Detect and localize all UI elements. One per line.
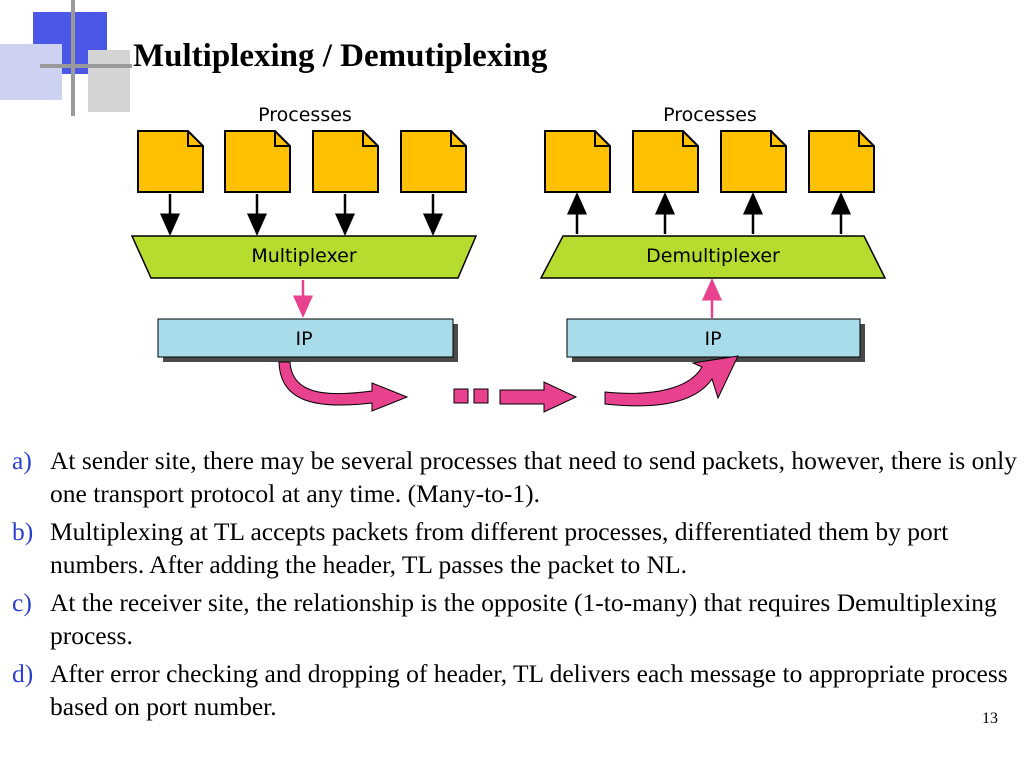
sender-ip-box	[157, 318, 454, 358]
sender-process-3	[312, 130, 379, 193]
bullet-item: c) At the receiver site, the relationshi…	[12, 586, 1017, 652]
bullet-marker: c)	[12, 588, 32, 617]
page-number: 13	[982, 710, 998, 727]
receiver-ip-label: IP	[704, 328, 721, 350]
bullet-item: b) Multiplexing at TL accepts packets fr…	[12, 515, 1017, 581]
sender-processes-label: Processes	[258, 104, 352, 126]
receiver-process-3	[720, 130, 787, 193]
sender-process-2	[224, 130, 291, 193]
receiver-process-1	[544, 130, 611, 193]
decor-line-horizontal	[40, 64, 132, 68]
sender-ip-label: IP	[295, 328, 312, 350]
transit-arrow	[499, 381, 578, 413]
slide-title: Multiplexing / Demutiplexing	[133, 38, 548, 74]
bullet-marker: b)	[12, 517, 34, 546]
sender-process-4	[400, 130, 467, 193]
decor-square-gray	[88, 50, 130, 112]
multiplexer-label: Multiplexer	[251, 245, 356, 267]
receiver-process-2	[632, 130, 699, 193]
receiver-curved-arrow	[604, 355, 739, 407]
sender-curved-arrow	[278, 361, 409, 412]
receiver-ip-box	[566, 318, 861, 358]
decor-line-vertical	[71, 0, 75, 116]
transit-dot-1	[453, 388, 469, 404]
demultiplexer-box	[539, 235, 887, 279]
transit-dot-2	[473, 388, 489, 404]
bullet-list: a) At sender site, there may be several …	[12, 444, 1017, 728]
bullet-item: a) At sender site, there may be several …	[12, 444, 1017, 510]
bullet-text: Multiplexing at TL accepts packets from …	[50, 517, 949, 579]
bullet-marker: a)	[12, 446, 32, 475]
bullet-marker: d)	[12, 659, 34, 688]
decor-square-light	[0, 44, 62, 100]
bullet-text: At sender site, there may be several pro…	[50, 446, 1017, 508]
bullet-item: d) After error checking and dropping of …	[12, 657, 1017, 723]
receiver-process-4	[808, 130, 875, 193]
bullet-text: At the receiver site, the relationship i…	[50, 588, 997, 650]
multiplexer-box	[130, 235, 478, 279]
mux-demux-diagram: Processes Processes M	[130, 104, 887, 413]
demultiplexer-label: Demultiplexer	[646, 245, 780, 267]
bullet-text: After error checking and dropping of hea…	[50, 659, 1008, 721]
receiver-processes-label: Processes	[663, 104, 757, 126]
sender-process-1	[137, 130, 204, 193]
